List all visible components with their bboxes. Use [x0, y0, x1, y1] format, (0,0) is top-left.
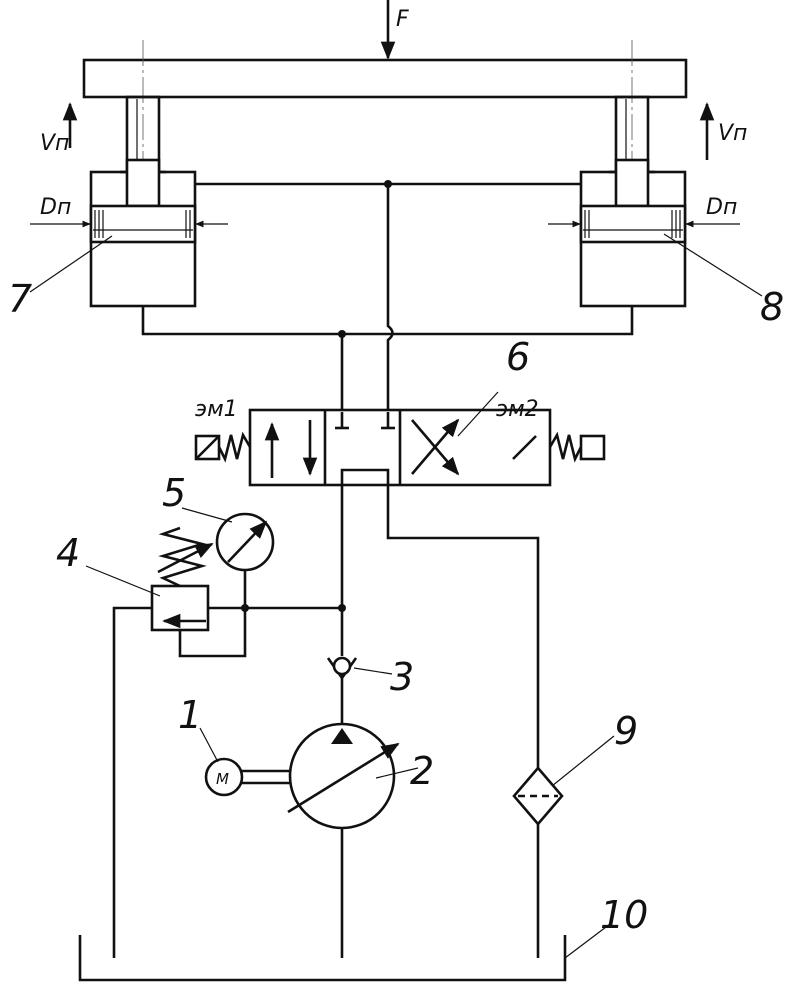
platform-beam	[82, 58, 688, 99]
label-10: 10	[600, 893, 648, 937]
spring-right	[548, 431, 583, 463]
label-6: 6	[506, 335, 530, 379]
leader-lines	[29, 233, 763, 959]
label-5: 5	[162, 471, 186, 515]
velocity-label-right: Vп	[718, 121, 747, 146]
solenoid-label-right: эм2	[496, 397, 539, 422]
motor-1: М	[204, 757, 290, 797]
diameter-label-right: Dп	[706, 195, 737, 220]
label-4: 4	[56, 531, 80, 575]
label-3: 3	[390, 655, 414, 699]
pressure-gauge-5	[215, 512, 275, 572]
label-2: 2	[410, 749, 434, 793]
cylinder-8	[579, 95, 687, 308]
force-label: F	[396, 7, 409, 32]
label-7: 7	[8, 277, 32, 321]
motor-label: М	[216, 770, 229, 788]
tank-10	[78, 935, 567, 982]
solenoid-label-left: эм1	[195, 397, 238, 422]
diameter-label-left: Dп	[40, 195, 71, 220]
label-9: 9	[614, 709, 638, 753]
solenoid-em2	[579, 434, 606, 461]
spring-left	[217, 431, 252, 463]
filter-9	[512, 766, 564, 826]
pump-2	[287, 722, 400, 830]
directional-valve-6	[248, 408, 552, 487]
label-8: 8	[760, 285, 784, 329]
velocity-label-left: Vп	[40, 131, 69, 156]
label-1: 1	[178, 693, 202, 737]
relief-valve-4	[150, 526, 214, 632]
